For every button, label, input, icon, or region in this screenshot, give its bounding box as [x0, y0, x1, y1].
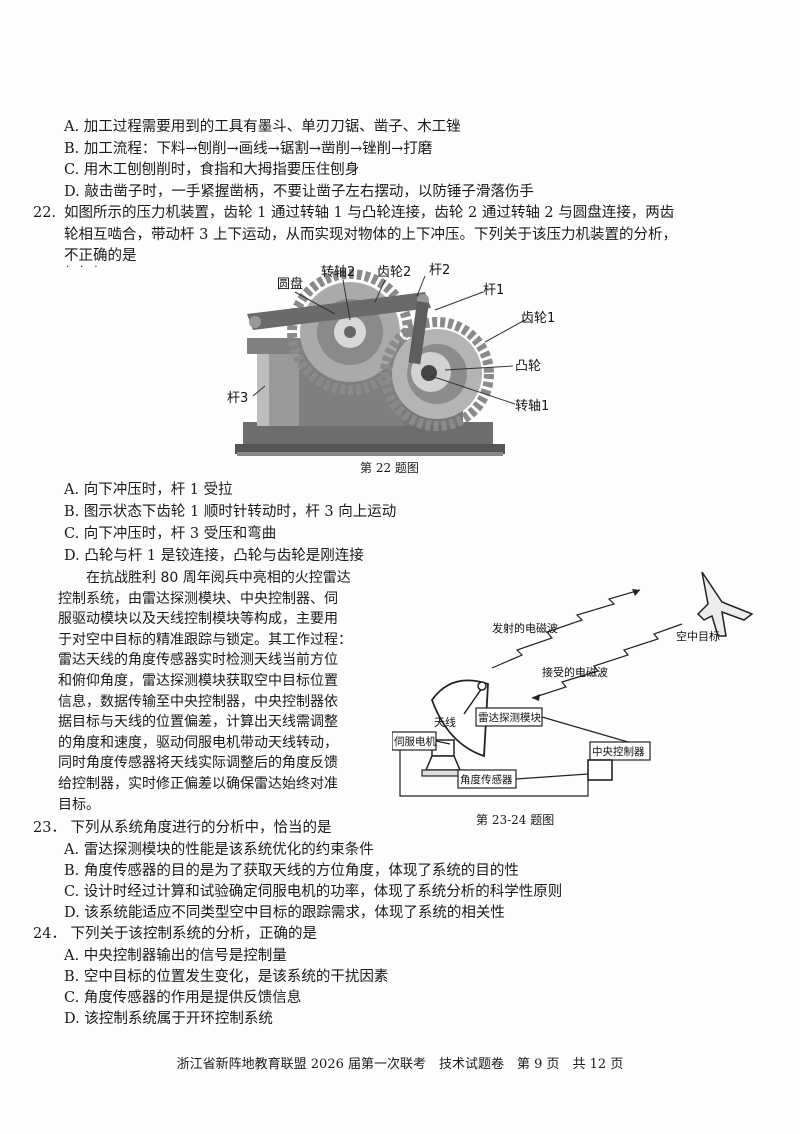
- q22-option-c: C. 向下冲压时，杆 3 受压和弯曲: [64, 526, 277, 542]
- q21-option-c: C. 用木工刨刨削时，食指和大拇指要压住刨身: [64, 162, 360, 178]
- emitted-wave: [491, 589, 641, 669]
- controller-label-box: [589, 741, 651, 761]
- material-line: 给控制器，实时修正偏差以确保雷达始终对准: [58, 775, 338, 792]
- material-line: 和俯仰角度，雷达探测模块获取空中目标位置: [58, 672, 338, 689]
- material-paragraph: 在抗战胜利 80 周年阅兵中亮相的火控雷达 控制系统，由雷达探测模块、中央控制器…: [58, 568, 388, 815]
- material-line: 服驱动模块以及天线控制模块等构成，主要用: [58, 611, 338, 628]
- q22-stem-line2: 轮相互啮合，带动杆 3 上下运动，从而实现对物体的上下冲压。下列关于该压力机装置…: [64, 227, 677, 243]
- label-cam: 凸轮: [515, 359, 541, 374]
- label-shaft1: 转轴1: [515, 399, 549, 414]
- label-servo: 伺服电机: [394, 735, 436, 748]
- label-target: 空中目标: [676, 629, 720, 643]
- q23-stem: 23． 下列从系统角度进行的分析中，恰当的是: [33, 820, 332, 836]
- material-line: 于对空中目标的精准跟踪与锁定。其工作过程：: [58, 631, 352, 648]
- label-angle-sensor: 角度传感器: [460, 773, 513, 786]
- radar-figure-caption: 第 23-24 题图: [476, 813, 555, 827]
- q21-option-b: B. 加工流程：下料→刨削→画线→锯割→凿削→锉削→打磨: [64, 141, 433, 157]
- q24-option-d: D. 该控制系统属于开环控制系统: [64, 1011, 273, 1027]
- q21-option-a: A. 加工过程需要用到的工具有墨斗、单刃刀锯、凿子、木工锉: [64, 119, 461, 135]
- q22-number: 22.: [33, 205, 57, 221]
- gear1-shape: [380, 317, 494, 431]
- radar-system-figure: 空中目标 发射的电磁波 接受的电磁波 天线 雷达探测模块 伺服电机 角度传感器 …: [392, 571, 754, 797]
- rod2-bar: [247, 292, 431, 330]
- material-line: 控制系统，由雷达探测模块、中央控制器、伺: [58, 590, 338, 607]
- material-line: 据目标与天线的位置偏差，计算出天线需调整: [58, 714, 338, 731]
- material-line: 目标。: [58, 796, 100, 813]
- label-rod1: 杆1: [483, 283, 504, 298]
- label-emitted: 发射的电磁波: [492, 621, 558, 635]
- q22-stem-line3: 不正确的是: [64, 248, 137, 264]
- material-line: 同时角度传感器将天线实际调整后的角度反馈: [58, 755, 338, 772]
- rod1-bar: [408, 301, 429, 365]
- q22-option-b: B. 图示状态下齿轮 1 顺时针转动时，杆 3 向上运动: [64, 504, 397, 520]
- q23-option-b: B. 角度传感器的目的是为了获取天线的方位角度，体现了系统的目的性: [64, 863, 519, 879]
- label-received: 接受的电磁波: [542, 665, 608, 679]
- label-radar-module: 雷达探测模块: [478, 711, 541, 724]
- label-controller: 中央控制器: [592, 745, 645, 758]
- q23-option-c: C. 设计时经过计算和试验确定伺服电机的功率，体现了系统分析的科学性原则: [64, 884, 563, 900]
- label-gear1: 齿轮1: [521, 311, 555, 326]
- label-disc: 圆盘: [277, 276, 303, 292]
- page-footer: 浙江省新阵地教育联盟 2026 届第一次联考 技术试题卷 第 9 页 共 12 …: [176, 1057, 624, 1072]
- label-shaft2: 转轴2: [321, 265, 355, 280]
- q22-figure-caption: 第 22 题图: [360, 461, 419, 475]
- antenna-dish: [421, 679, 489, 777]
- label-antenna: 天线: [434, 715, 456, 729]
- received-wave: [531, 623, 683, 699]
- material-line: 的角度和速度，驱动伺服电机带动天线转动，: [58, 734, 338, 751]
- material-line: 信息，数据传输至中央控制器，中央控制器依: [58, 693, 338, 710]
- q24-option-a: A. 中央控制器输出的信号是控制量: [64, 948, 287, 964]
- q22-stem-line1: 如图所示的压力机装置，齿轮 1 通过转轴 1 与凸轮连接，齿轮 2 通过转轴 2…: [64, 205, 675, 221]
- material-line: 雷达天线的角度传感器实时检测天线当前方位: [58, 652, 338, 669]
- controller-monitor: [587, 759, 613, 781]
- press-machine-figure: 圆盘 转轴2 齿轮2 杆2 杆1 齿轮1 凸轮 转轴1 杆3: [227, 263, 555, 456]
- q23-option-a: A. 雷达探测模块的性能是该系统优化的约束条件: [64, 842, 374, 858]
- q24-option-b: B. 空中目标的位置发生变化，是该系统的干扰因素: [64, 969, 389, 985]
- q22-option-a: A. 向下冲压时，杆 1 受拉: [64, 482, 233, 498]
- emphasis-dots: ···: [66, 262, 109, 273]
- q24-option-c: C. 角度传感器的作用是提供反馈信息: [64, 990, 302, 1006]
- material-line: 在抗战胜利 80 周年阅兵中亮相的火控雷达: [58, 570, 351, 586]
- label-rod2: 杆2: [429, 263, 450, 278]
- q22-option-d: D. 凸轮与杆 1 是铰连接，凸轮与齿轮是刚连接: [64, 548, 364, 564]
- label-gear2: 齿轮2: [377, 265, 411, 280]
- q23-option-d: D. 该系统能适应不同类型空中目标的跟踪需求，体现了系统的相关性: [64, 905, 505, 921]
- jet-icon: [696, 571, 754, 637]
- q21-option-d: D. 敲击凿子时，一手紧握凿柄，不要让凿子左右摆动，以防锤子滑落伤手: [64, 184, 534, 200]
- q24-stem: 24． 下列关于该控制系统的分析，正确的是: [33, 926, 318, 942]
- label-rod3: 杆3: [227, 391, 248, 406]
